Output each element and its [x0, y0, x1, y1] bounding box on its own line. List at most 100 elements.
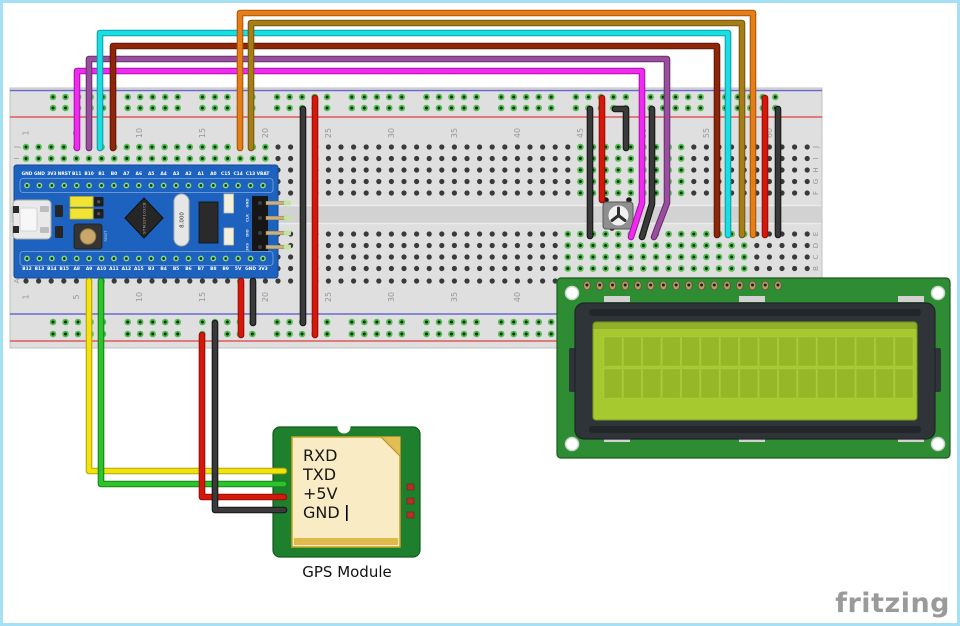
breadboard-hole[interactable]	[439, 254, 445, 260]
breadboard-hole[interactable]	[792, 178, 798, 185]
breadboard-hole[interactable]	[325, 231, 331, 237]
breadboard-hole[interactable]	[540, 144, 546, 150]
stm32-bottom-pin-holes[interactable]	[24, 255, 266, 262]
wire-yellow-a9-to-gps-rxd[interactable]	[85, 277, 288, 475]
breadboard-hole[interactable]	[552, 155, 558, 162]
breadboard-hole[interactable]	[792, 155, 798, 162]
breadboard-hole[interactable]	[388, 278, 394, 284]
breadboard-hole[interactable]	[464, 190, 470, 196]
wire-orange-c14-to-lcd[interactable]	[236, 9, 757, 239]
breadboard-hole[interactable]	[703, 190, 710, 196]
breadboard-hole[interactable]	[401, 167, 407, 173]
breadboard-hole[interactable]	[527, 155, 533, 162]
breadboard-hole[interactable]	[338, 190, 344, 196]
breadboard-hole[interactable]	[451, 231, 457, 237]
breadboard-hole[interactable]	[477, 278, 483, 284]
breadboard-hole[interactable]	[262, 278, 268, 284]
breadboard-hole[interactable]	[552, 254, 558, 260]
breadboard-hole[interactable]	[401, 178, 407, 185]
breadboard-hole[interactable]	[766, 242, 773, 249]
breadboard-hole[interactable]	[275, 144, 281, 150]
breadboard-hole[interactable]	[489, 155, 495, 162]
stm32-top-pin-holes[interactable]	[24, 182, 266, 189]
breadboard-hole[interactable]	[552, 144, 558, 150]
breadboard-hole[interactable]	[502, 278, 508, 284]
breadboard-hole[interactable]	[376, 278, 382, 284]
breadboard-hole[interactable]	[804, 167, 810, 173]
breadboard-hole[interactable]	[464, 231, 470, 237]
breadboard-hole[interactable]	[540, 155, 546, 162]
breadboard-hole[interactable]	[502, 178, 508, 185]
breadboard-hole[interactable]	[288, 167, 294, 173]
breadboard-hole[interactable]	[174, 278, 180, 284]
breadboard-hole[interactable]	[792, 242, 798, 249]
breadboard-hole[interactable]	[414, 265, 420, 272]
breadboard-hole[interactable]	[288, 178, 294, 185]
breadboard-hole[interactable]	[439, 190, 445, 196]
wire-red-rail-to-gps-5v[interactable]	[198, 331, 288, 501]
breadboard-hole[interactable]	[426, 155, 432, 162]
breadboard-hole[interactable]	[464, 278, 470, 284]
breadboard-hole[interactable]	[540, 190, 546, 196]
breadboard-hole[interactable]	[792, 265, 798, 272]
wire-black-rail-jumper[interactable]	[611, 105, 630, 152]
breadboard-hole[interactable]	[514, 144, 521, 150]
breadboard-hole[interactable]	[565, 178, 571, 185]
breadboard-hole[interactable]	[502, 265, 508, 272]
breadboard-hole[interactable]	[552, 178, 558, 185]
wire-purple-b10-to-lcd-e[interactable]	[85, 55, 671, 241]
breadboard-hole[interactable]	[363, 167, 369, 173]
breadboard-hole[interactable]	[376, 144, 382, 150]
breadboard-hole[interactable]	[388, 254, 394, 260]
breadboard-hole[interactable]	[363, 278, 369, 284]
breadboard-hole[interactable]	[804, 190, 810, 196]
breadboard-hole[interactable]	[489, 167, 495, 173]
breadboard-hole[interactable]	[464, 254, 470, 260]
breadboard-hole[interactable]	[414, 155, 420, 162]
breadboard-hole[interactable]	[73, 278, 79, 284]
breadboard-hole[interactable]	[351, 155, 357, 162]
breadboard-hole[interactable]	[703, 144, 710, 150]
breadboard-hole[interactable]	[514, 178, 521, 185]
breadboard-hole[interactable]	[414, 144, 420, 150]
breadboard-hole[interactable]	[451, 155, 457, 162]
breadboard-hole[interactable]	[565, 167, 571, 173]
breadboard-hole[interactable]	[363, 242, 369, 249]
breadboard-hole[interactable]	[187, 278, 193, 284]
breadboard-hole[interactable]	[338, 155, 344, 162]
breadboard-hole[interactable]	[376, 155, 382, 162]
wire-magenta-b11-to-lcd-rs[interactable]	[73, 67, 646, 241]
breadboard-hole[interactable]	[451, 144, 457, 150]
breadboard-hole[interactable]	[527, 265, 533, 272]
breadboard-hole[interactable]	[804, 144, 810, 150]
breadboard-hole[interactable]	[792, 190, 798, 196]
lcd-header-pins[interactable]	[583, 280, 782, 291]
breadboard-hole[interactable]	[414, 278, 420, 284]
breadboard-hole[interactable]	[439, 278, 445, 284]
breadboard-hole[interactable]	[363, 144, 369, 150]
breadboard-hole[interactable]	[477, 265, 483, 272]
breadboard-hole[interactable]	[451, 254, 457, 260]
breadboard-hole[interactable]	[325, 144, 331, 150]
breadboard-hole[interactable]	[540, 231, 546, 237]
breadboard-hole[interactable]	[288, 144, 294, 150]
breadboard-hole[interactable]	[376, 254, 382, 260]
breadboard-hole[interactable]	[401, 144, 407, 150]
breadboard-hole[interactable]	[325, 178, 331, 185]
lcd-16x2-display[interactable]	[556, 277, 951, 459]
breadboard-hole[interactable]	[489, 254, 495, 260]
breadboard-hole[interactable]	[489, 190, 495, 196]
breadboard-hole[interactable]	[288, 190, 294, 196]
breadboard-hole[interactable]	[338, 278, 344, 284]
breadboard-hole[interactable]	[414, 231, 420, 237]
breadboard-hole[interactable]	[351, 144, 357, 150]
breadboard-hole[interactable]	[552, 190, 558, 196]
breadboard-hole[interactable]	[527, 278, 533, 284]
breadboard-hole[interactable]	[792, 167, 798, 173]
breadboard-hole[interactable]	[325, 242, 331, 249]
breadboard-hole[interactable]	[565, 190, 571, 196]
breadboard-hole[interactable]	[401, 190, 407, 196]
breadboard-hole[interactable]	[275, 155, 281, 162]
breadboard-hole[interactable]	[338, 144, 344, 150]
